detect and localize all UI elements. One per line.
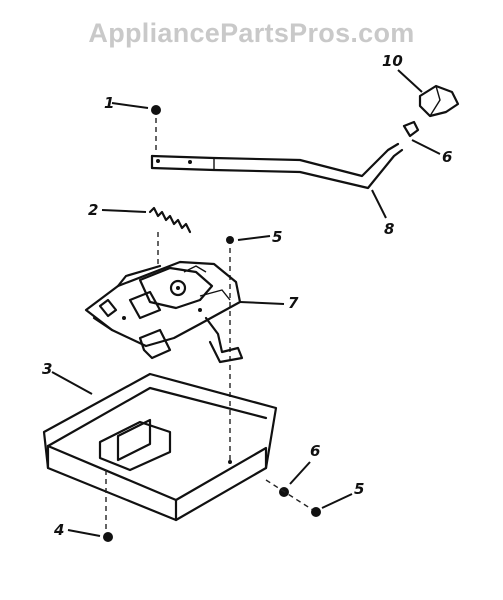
part-5-screw-bottom: [311, 493, 353, 517]
callout-5-bottom: 5: [354, 480, 364, 498]
part-7-latch-mechanism: [84, 260, 285, 364]
callout-3: 3: [42, 360, 52, 378]
part-3-base-plate: [42, 371, 278, 530]
part-2-spring: [101, 206, 192, 264]
callout-5-top: 5: [272, 228, 282, 246]
watermark-text: AppliancePartsPros.com: [88, 18, 415, 48]
callout-8: 8: [384, 220, 394, 238]
part-6-clip: [402, 120, 441, 155]
part-8-lever-rod: [150, 142, 404, 219]
callout-6-knob-clip: 6: [442, 148, 452, 166]
callout-2: 2: [88, 201, 98, 219]
callout-6-nut: 6: [310, 442, 320, 460]
part-1-screw: [111, 102, 161, 152]
callout-4: 4: [53, 521, 64, 539]
part-5-screw-top: [226, 235, 271, 464]
callout-7: 7: [288, 294, 299, 312]
callout-10: 10: [382, 52, 403, 70]
part-4-screw: [67, 529, 113, 542]
part-6-nut: [265, 461, 317, 513]
part-10-knob: [418, 84, 460, 118]
callout-1: 1: [104, 94, 114, 112]
